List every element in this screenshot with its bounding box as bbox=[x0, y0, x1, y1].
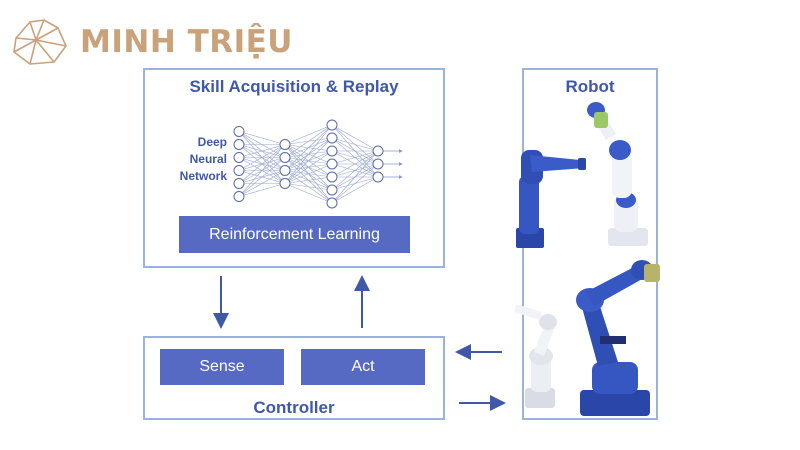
nn-connection bbox=[284, 124, 333, 184]
nn-node bbox=[326, 171, 338, 183]
large-blue-robot-arm-icon bbox=[576, 260, 660, 416]
nn-node bbox=[326, 158, 338, 170]
nn-connection bbox=[284, 183, 333, 191]
deep-neural-network-diagram bbox=[233, 119, 403, 209]
network-label-line-3: Network bbox=[179, 169, 227, 183]
white-robot-arm-icon bbox=[514, 304, 557, 408]
nn-connection bbox=[238, 144, 286, 158]
crystal-icon bbox=[13, 19, 67, 65]
nn-connection bbox=[284, 124, 333, 158]
nn-connection bbox=[284, 124, 333, 171]
act-block: Act bbox=[301, 349, 425, 385]
nn-connection bbox=[331, 150, 379, 178]
nn-node bbox=[279, 165, 291, 176]
brand-logo: MINH TRIỆU bbox=[10, 16, 292, 68]
nn-node bbox=[372, 158, 384, 170]
nn-node bbox=[279, 178, 291, 189]
nn-node bbox=[326, 184, 338, 196]
white-blue-robot-arm-icon bbox=[587, 102, 648, 246]
nn-connection bbox=[331, 150, 379, 204]
nn-node bbox=[233, 152, 245, 163]
nn-node bbox=[279, 139, 291, 150]
nn-node bbox=[326, 197, 338, 209]
skill-panel-title: Skill Acquisition & Replay bbox=[189, 77, 399, 96]
nn-connection bbox=[238, 144, 286, 171]
nn-node bbox=[326, 132, 338, 144]
sense-block: Sense bbox=[160, 349, 284, 385]
nn-connection bbox=[331, 176, 379, 204]
nn-connection bbox=[238, 131, 286, 145]
nn-node bbox=[279, 152, 291, 163]
nn-connection bbox=[284, 137, 333, 184]
nn-node bbox=[233, 191, 245, 202]
nn-connection bbox=[331, 124, 379, 152]
nn-node bbox=[233, 165, 245, 176]
nn-node bbox=[372, 171, 384, 183]
reinforcement-learning-block: Reinforcement Learning bbox=[179, 216, 410, 253]
nn-connection bbox=[238, 157, 286, 197]
nn-connection bbox=[238, 144, 286, 197]
blue-robot-arm-icon bbox=[516, 150, 586, 248]
nn-connection bbox=[238, 144, 286, 184]
nn-connection bbox=[284, 150, 333, 184]
nn-connection bbox=[331, 137, 379, 152]
robot-panel-title: Robot bbox=[565, 77, 615, 96]
nn-connection bbox=[331, 150, 379, 191]
nn-connection bbox=[331, 163, 379, 204]
network-label-line-1: Deep bbox=[197, 135, 227, 149]
nn-connection bbox=[238, 170, 286, 197]
nn-connection bbox=[331, 150, 379, 165]
nn-node bbox=[326, 145, 338, 157]
nn-connection bbox=[238, 183, 286, 197]
nn-node bbox=[326, 119, 338, 131]
network-label: Deep Neural Network bbox=[167, 134, 227, 185]
nn-connection bbox=[284, 163, 333, 184]
nn-node bbox=[233, 126, 245, 137]
nn-node bbox=[372, 145, 384, 157]
brand-name: MINH TRIỆU bbox=[80, 24, 293, 60]
network-label-line-2: Neural bbox=[189, 152, 227, 166]
nn-connection bbox=[284, 183, 333, 204]
nn-connection bbox=[284, 124, 333, 145]
nn-node bbox=[233, 139, 245, 150]
nn-node bbox=[233, 178, 245, 189]
nn-connection bbox=[284, 176, 333, 184]
controller-panel-title: Controller bbox=[253, 398, 335, 417]
